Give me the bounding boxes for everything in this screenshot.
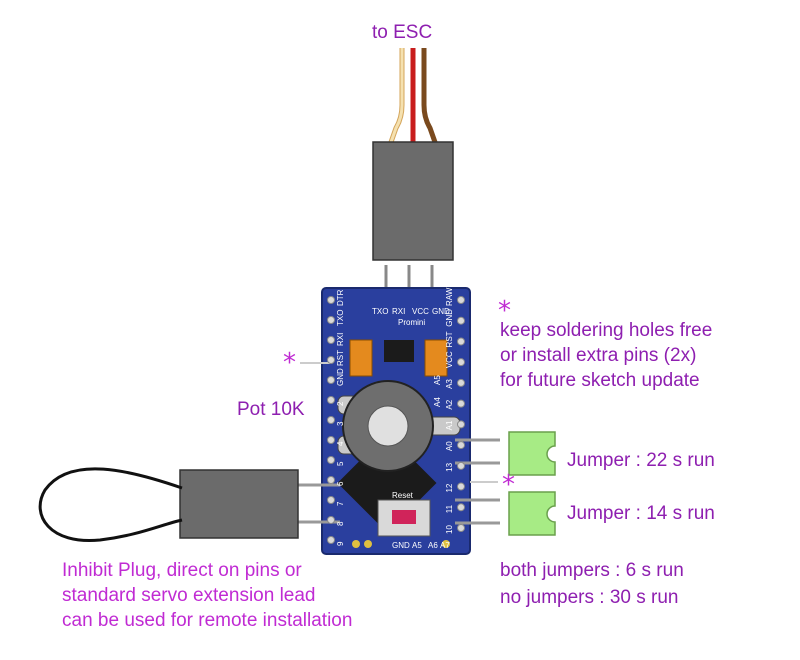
right-pin-label: RAW bbox=[445, 287, 454, 306]
right-pin-label: VCC bbox=[445, 351, 454, 368]
right-pin-hole bbox=[457, 296, 465, 304]
bottom-pin-label: A5 bbox=[412, 541, 422, 550]
left-pin-hole bbox=[327, 496, 335, 504]
left-pin-hole bbox=[327, 316, 335, 324]
left-pin-hole bbox=[327, 416, 335, 424]
left-pin-label: 6 bbox=[336, 481, 345, 486]
both-jumpers-label: both jumpers : 6 s run bbox=[500, 560, 684, 581]
left-pin-hole bbox=[327, 476, 335, 484]
left-pin-hole bbox=[327, 536, 335, 544]
inhibit-plug bbox=[179, 469, 299, 539]
right-pin-hole bbox=[457, 461, 465, 470]
left-pin-label: 5 bbox=[336, 461, 345, 466]
star-marker-left: * bbox=[283, 348, 296, 378]
right-pin-label: 10 bbox=[445, 525, 454, 534]
inhibit-line-1: Inhibit Plug, direct on pins or bbox=[62, 560, 302, 581]
bottom-pin-label: A7 bbox=[440, 541, 450, 550]
right-pin-label: RST bbox=[445, 331, 454, 347]
left-pin-hole bbox=[327, 356, 335, 364]
right-pin-hole bbox=[457, 358, 465, 367]
left-pin-hole bbox=[327, 436, 335, 444]
inhibit-line-3: can be used for remote installation bbox=[62, 610, 353, 631]
left-pin-label: 8 bbox=[336, 521, 345, 526]
top-pin-label: VCC bbox=[412, 307, 429, 316]
right-pin-label: A1 bbox=[445, 420, 454, 430]
keep-holes-line-2: or install extra pins (2x) bbox=[500, 345, 697, 366]
right-pin-label: A2 bbox=[445, 399, 454, 409]
inhibit-loop-wire bbox=[38, 467, 183, 543]
right-pin-hole bbox=[457, 399, 465, 408]
left-pin-hole bbox=[327, 456, 335, 464]
right-pin-hole bbox=[457, 503, 465, 512]
left-pin-hole bbox=[327, 336, 335, 344]
left-pin-label: 7 bbox=[336, 501, 345, 506]
left-pin-hole bbox=[327, 396, 335, 404]
left-pin-label: TXO bbox=[336, 310, 345, 326]
reset-label: Reset bbox=[392, 491, 414, 500]
esc-wires bbox=[387, 48, 439, 146]
right-extra-label: A4 bbox=[433, 397, 442, 407]
left-pin-hole bbox=[327, 376, 335, 384]
left-pin-hole bbox=[327, 516, 335, 524]
jumper-block-1 bbox=[508, 431, 556, 476]
right-pin-label: 12 bbox=[445, 483, 454, 492]
right-pin-hole bbox=[457, 441, 465, 450]
right-pin-hole bbox=[457, 420, 465, 429]
left-pin-label: GND bbox=[336, 368, 345, 386]
top-pin-label: RXI bbox=[392, 307, 405, 316]
right-pin-label: 13 bbox=[445, 462, 454, 471]
right-pin-hole bbox=[457, 337, 465, 346]
top-pin-label: GND bbox=[432, 307, 450, 316]
star-marker-top: * bbox=[498, 296, 511, 326]
right-pin-label: A0 bbox=[445, 441, 454, 451]
keep-holes-line-3: for future sketch update bbox=[500, 370, 700, 391]
left-pin-label: DTR bbox=[336, 289, 345, 306]
left-pin-hole bbox=[327, 296, 335, 304]
right-pin-label: A3 bbox=[445, 379, 454, 389]
top-pin-label: TXO bbox=[372, 307, 388, 316]
left-pin-label: 3 bbox=[336, 421, 345, 426]
jumper-14s-label: Jumper : 14 s run bbox=[567, 503, 715, 524]
right-pin-hole bbox=[457, 524, 465, 532]
keep-holes-line-1: keep soldering holes free bbox=[500, 320, 713, 341]
no-jumpers-label: no jumpers : 30 s run bbox=[500, 587, 679, 608]
pot-label: Pot 10K bbox=[237, 399, 305, 420]
right-pin-label: GND bbox=[445, 309, 454, 327]
right-pin-hole bbox=[457, 482, 465, 491]
left-pin-label: RXI bbox=[336, 333, 345, 346]
right-extra-label: A5 bbox=[433, 375, 442, 385]
bottom-pin-label: GND bbox=[392, 541, 410, 550]
right-pin-hole bbox=[457, 316, 465, 325]
right-pin-label: 11 bbox=[445, 504, 454, 513]
potentiometer bbox=[337, 380, 461, 472]
left-pin-label: 9 bbox=[336, 541, 345, 546]
esc-connector bbox=[372, 141, 454, 261]
left-pin-label: 4 bbox=[336, 441, 345, 446]
right-pin-hole bbox=[457, 378, 465, 387]
star-marker-right: * bbox=[502, 470, 515, 500]
inhibit-line-2: standard servo extension lead bbox=[62, 585, 316, 606]
left-pin-label: 2 bbox=[336, 401, 345, 406]
board-name-label: Promini bbox=[398, 318, 425, 327]
jumper-block-2 bbox=[508, 491, 556, 536]
jumper-22s-label: Jumper : 22 s run bbox=[567, 450, 715, 471]
bottom-pin-label: A6 bbox=[428, 541, 438, 550]
left-pin-label: RST bbox=[336, 350, 345, 366]
to-esc-label: to ESC bbox=[372, 22, 433, 43]
